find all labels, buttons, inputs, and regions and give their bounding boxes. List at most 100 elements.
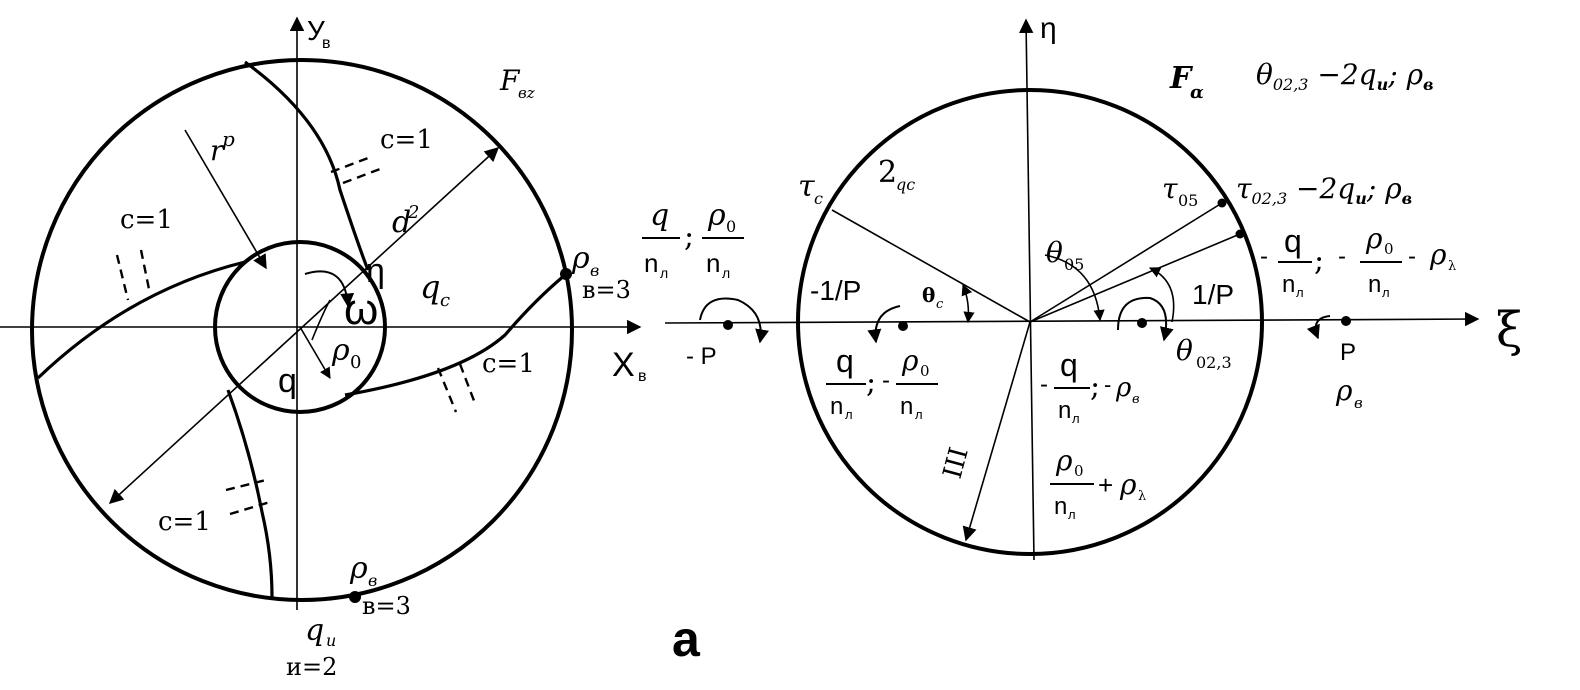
middle-labels: q n л ; ρ 0 n л - Р	[642, 198, 769, 370]
right-rho0-sub: 0	[1384, 240, 1394, 258]
figure-label: a	[672, 611, 701, 667]
bottom-rho0-sub: 0	[1074, 462, 1084, 480]
inner-n-sub: л	[845, 407, 853, 422]
inner-q: q	[836, 343, 854, 379]
c-label: c=1	[380, 125, 433, 155]
bottom-rho-lambda-sub: λ	[1138, 489, 1146, 504]
q-u-label: q	[305, 613, 324, 648]
minus-p-label: - Р	[686, 343, 717, 370]
b3-label: в=3	[582, 276, 631, 304]
theta-c: θ	[922, 283, 935, 307]
inner-rho0-sub: 0	[920, 362, 930, 380]
diameter-sub: 2	[407, 202, 419, 223]
theta-023: θ	[1176, 334, 1193, 367]
field-sub: вz	[518, 84, 535, 102]
bottom-n-sub: л	[1068, 507, 1076, 522]
theta-c-sub: c	[936, 297, 944, 312]
right-n2: n	[1368, 271, 1381, 298]
right-n: n	[1282, 271, 1295, 298]
rotation-one-p	[1117, 296, 1174, 342]
c-label: c=1	[120, 205, 173, 235]
minus-p-point	[723, 320, 733, 330]
one-p: 1/Р	[1192, 279, 1234, 310]
inner-n2-sub: л	[915, 407, 923, 422]
center-n: n	[1058, 397, 1071, 424]
b3-bottom-label: в=3	[362, 592, 411, 620]
theta-05-arc	[1044, 254, 1105, 322]
mid-n2-sub: л	[722, 265, 730, 281]
p-label: Р	[1340, 339, 1356, 366]
center-rho-b: ρ	[1115, 373, 1132, 403]
rho0-sub: 0	[350, 352, 361, 373]
point-tau-023	[1235, 229, 1245, 239]
radius-line	[184, 129, 267, 270]
axis-x-label: Х	[612, 346, 635, 384]
vane	[226, 389, 274, 598]
point-one-p	[1137, 318, 1147, 328]
rho0-arrow	[299, 326, 331, 379]
right-rho-lambda: ρ	[1429, 238, 1447, 271]
rho-b-sub: в	[590, 261, 599, 280]
theta-c-arc	[961, 283, 975, 324]
axis-x-sub: в	[638, 368, 647, 385]
u2-label: и=2	[286, 653, 337, 681]
theta-05-sub: 05	[1064, 255, 1084, 274]
q-c-label: q	[420, 268, 440, 306]
bottom-plus: +	[1098, 470, 1113, 500]
xi-axis-label: ξ	[1496, 302, 1522, 358]
center-minus-2: -	[1104, 372, 1111, 397]
theta-05: θ	[1046, 236, 1063, 269]
mid-q: q	[650, 198, 669, 233]
right-rho0: ρ	[1365, 222, 1383, 255]
center-semicolon: ;	[1090, 369, 1100, 404]
center-minus: -	[1040, 371, 1048, 398]
tau-05-sub: 05	[1178, 191, 1198, 210]
point-rho-b-right	[560, 268, 572, 280]
bottom-rho0: ρ	[1055, 444, 1073, 477]
roman-three: III	[938, 444, 975, 482]
mid-n: n	[644, 248, 658, 278]
tau-05: τ	[1162, 172, 1178, 205]
inner-n2: n	[900, 393, 913, 420]
ray-iii	[962, 321, 1031, 542]
mid-rho-sub: 0	[726, 217, 736, 236]
q-center-label: q	[278, 362, 297, 400]
ray-tau-023	[1029, 233, 1241, 323]
rho-b-right: ρ	[1335, 374, 1353, 407]
right-diagram: η ξ F α θ02,3 −2qu; ρв τ c 2 qc τ 05 τ02…	[664, 12, 1522, 561]
point-rho-b-bottom	[349, 591, 361, 603]
tau-c: τ	[798, 169, 815, 204]
inner-rho0: ρ	[901, 344, 919, 377]
point-p	[1341, 316, 1351, 326]
mid-rho: ρ	[707, 198, 726, 233]
outer-ring	[30, 58, 574, 602]
rho-b-bottom-sub: в	[368, 571, 377, 590]
bottom-n: n	[1054, 493, 1067, 520]
rotation-minus-one-p	[867, 305, 901, 344]
right-minus-3: -	[1408, 243, 1416, 270]
inner-semicolon: ;	[866, 365, 876, 400]
center-q: q	[1060, 347, 1078, 383]
q-u-sub: и	[326, 631, 336, 650]
right-q: q	[1284, 223, 1302, 259]
minus-p-rotation	[699, 297, 769, 344]
inner-n: n	[830, 393, 843, 420]
mid-semicolon: ;	[684, 219, 694, 254]
eta-axis	[1018, 18, 1035, 561]
ray-tau-c	[831, 209, 1031, 323]
unit-circle	[796, 88, 1264, 556]
field-alpha-sub: α	[1190, 82, 1204, 103]
mid-n-sub: л	[660, 265, 668, 281]
diameter-line	[108, 147, 500, 504]
left-diagram: У в Х в F вz r p d 2 c=1 c=1 c=1 c=1 ω η…	[0, 15, 647, 681]
axis-y-label: У	[307, 15, 325, 46]
rho-b-right-sub: в	[1354, 394, 1363, 412]
theta-023-arc	[1148, 267, 1175, 323]
radius-label: r	[210, 134, 225, 167]
omega-label: ω	[344, 285, 378, 334]
xi-axis	[664, 311, 1480, 327]
q-c-sub: c	[440, 290, 450, 311]
ray-tau-05	[1029, 202, 1223, 323]
rho0-label: ρ	[331, 333, 350, 368]
